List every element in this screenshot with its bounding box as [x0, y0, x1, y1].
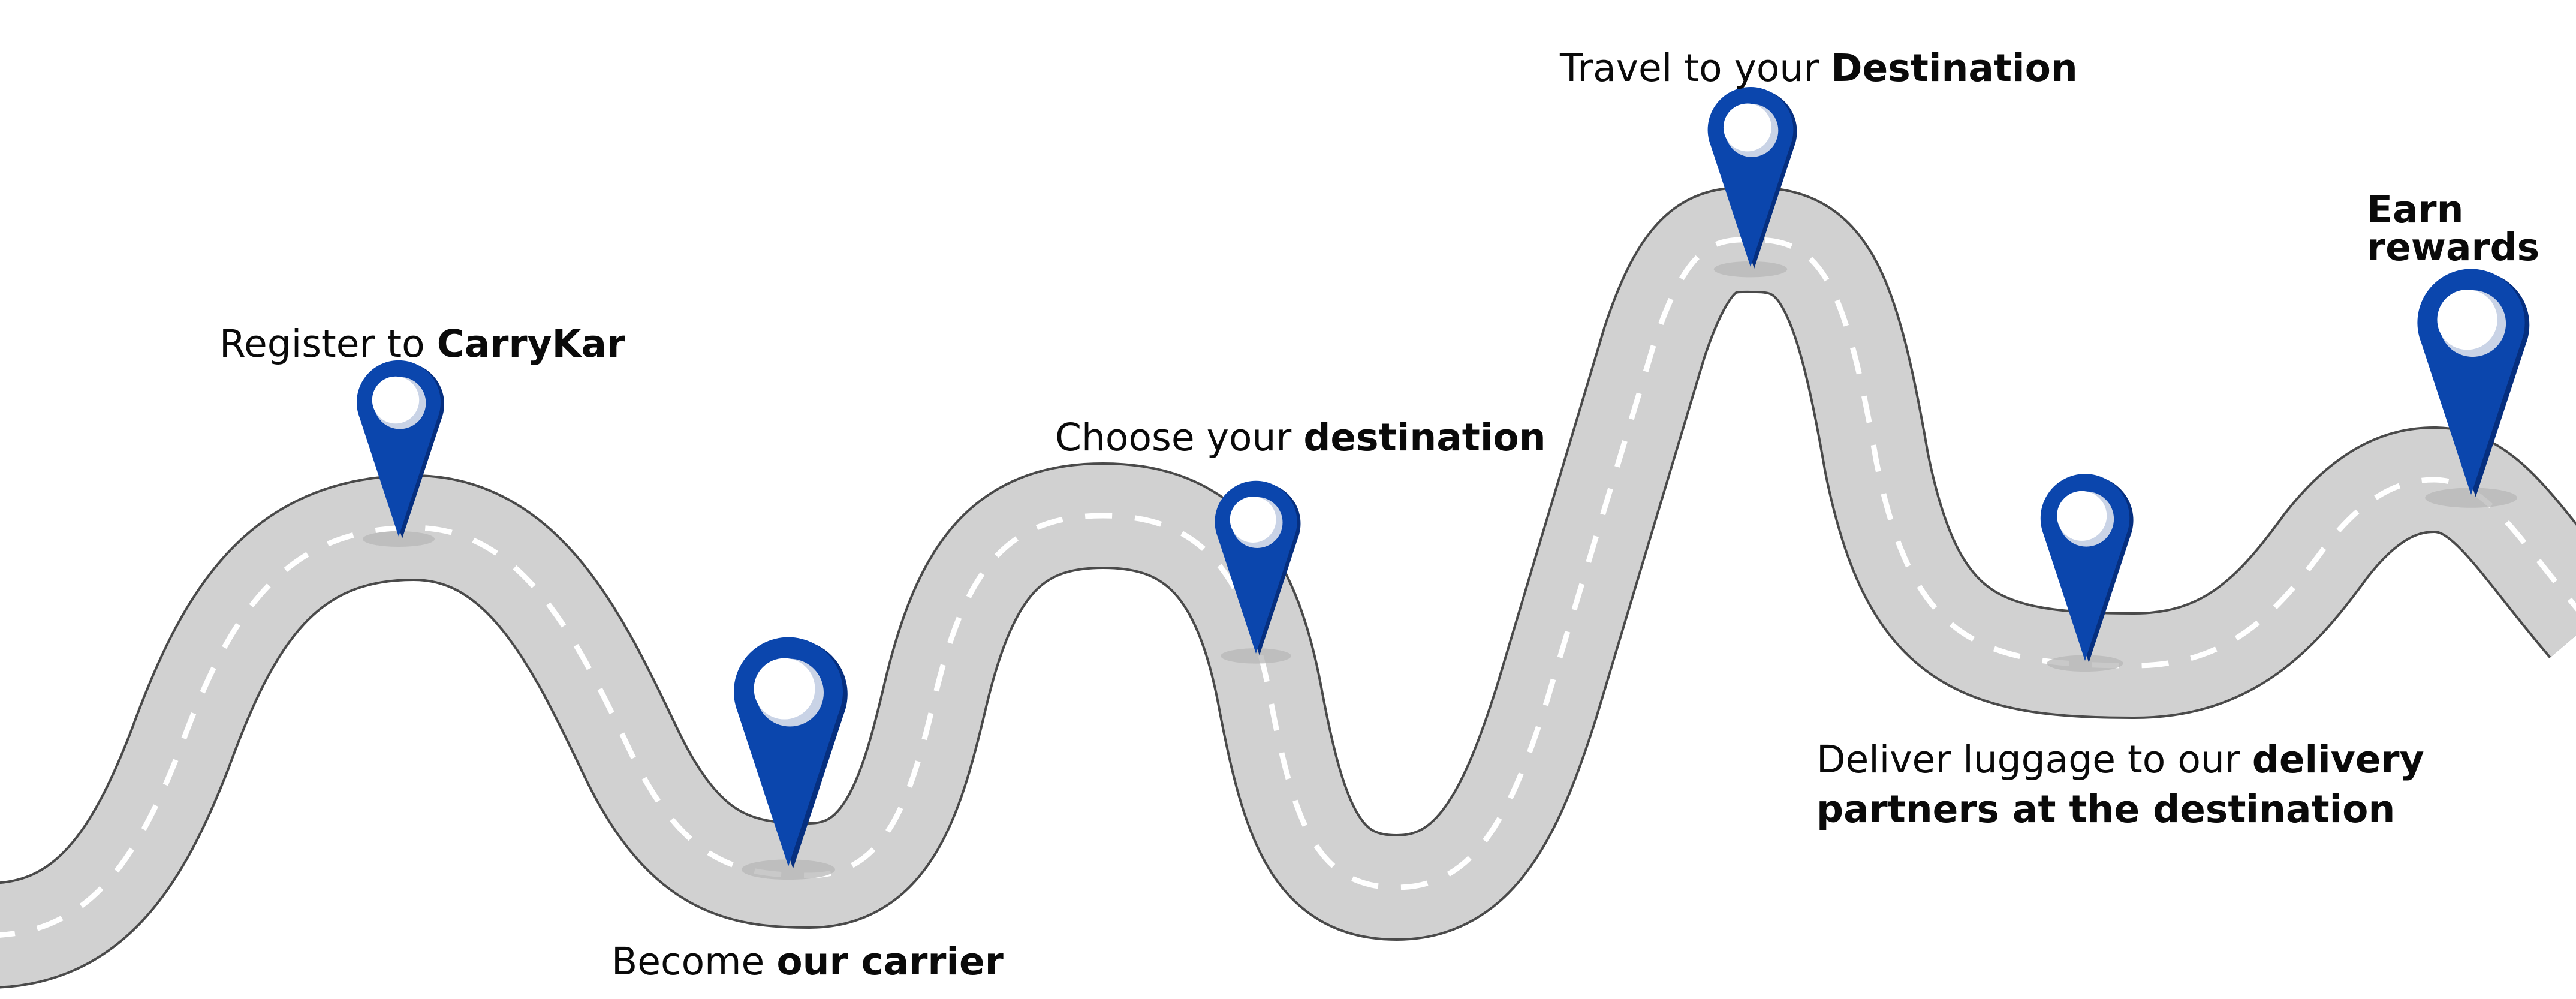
step-label-register-regular: Register to	[219, 322, 437, 366]
step-label-deliver-bold: delivery	[2252, 738, 2424, 781]
step-label-carrier: Become our carrier	[611, 937, 1004, 986]
step-label-travel-bold: Destination	[1831, 46, 2078, 90]
step-label-earn-line2: rewards	[2367, 225, 2540, 269]
step-label-earn-line1: Earn	[2367, 188, 2464, 231]
step-label-earn: Earn rewards	[2367, 191, 2539, 266]
step-label-choose-bold: destination	[1303, 416, 1546, 459]
step-label-travel: Travel to your Destination	[1560, 43, 2078, 93]
step-label-deliver: Deliver luggage to our delivery partners…	[1816, 735, 2424, 834]
step-label-deliver-line1: Deliver luggage to our delivery	[1816, 735, 2424, 784]
map-pin-icon	[734, 637, 848, 880]
map-pin-icon	[1215, 480, 1301, 664]
step-label-travel-regular: Travel to your	[1560, 46, 1831, 90]
step-label-deliver-regular: Deliver luggage to our	[1816, 738, 2252, 781]
step-label-choose: Choose your destination	[1055, 413, 1546, 462]
step-label-choose-regular: Choose your	[1055, 416, 1304, 459]
step-label-register: Register to CarryKar	[219, 319, 625, 369]
step-label-deliver-line2: partners at the destination	[1816, 787, 2396, 832]
map-pin-icon	[2040, 474, 2134, 672]
step-label-carrier-regular: Become	[611, 940, 777, 983]
map-pin-icon	[2417, 269, 2530, 508]
step-label-register-bold: CarryKar	[436, 322, 626, 366]
map-pin-icon	[356, 360, 445, 547]
step-label-carrier-bold: our carrier	[776, 940, 1004, 983]
road-center-dashes	[0, 237, 2576, 938]
map-pin-icon	[1707, 86, 1797, 278]
